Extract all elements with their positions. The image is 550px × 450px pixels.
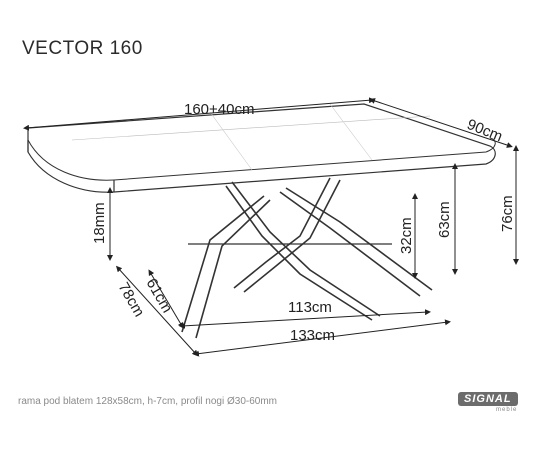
base-length-outer-label: 133cm: [290, 327, 335, 344]
table-legs: [181, 177, 433, 339]
height-label: 76cm: [499, 195, 516, 232]
dimension-lines: [23, 97, 519, 357]
product-title: VECTOR 160: [22, 38, 143, 59]
base-depth-outer-label: 78cm: [115, 280, 148, 320]
frame-spec-caption: rama pod blatem 128x58cm, h-7cm, profil …: [18, 396, 278, 407]
leg-height-lower-label: 32cm: [398, 217, 415, 254]
signal-logo: SIGNAL meble: [458, 392, 528, 418]
depth-label: 90cm: [465, 116, 505, 146]
brand-name: SIGNAL: [458, 392, 518, 406]
length-label: 160+40cm: [184, 101, 254, 118]
brand-sub: meble: [496, 407, 518, 413]
leg-height-upper-label: 63cm: [436, 201, 453, 238]
base-length-inner-label: 113cm: [288, 299, 332, 316]
top-thickness-label: 18mm: [91, 202, 108, 244]
